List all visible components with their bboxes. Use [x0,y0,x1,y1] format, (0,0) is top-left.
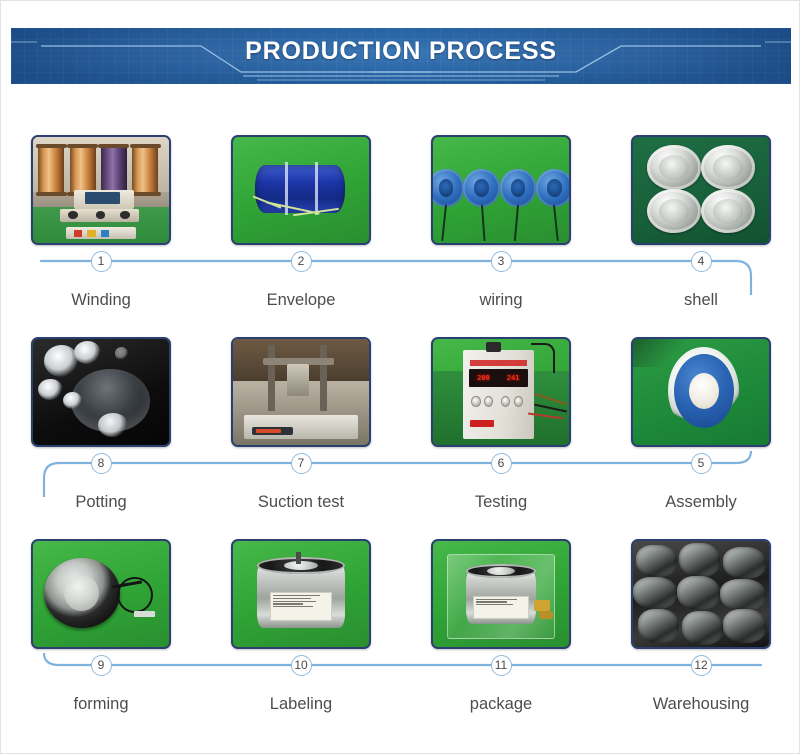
step-number-badge[interactable]: 11 [490,655,512,676]
step-node-cell: 12 [601,653,800,699]
banner-decorative-lines [11,41,791,81]
page-title: PRODUCTION PROCESS [245,37,557,65]
psu-display-right: 241 [506,374,520,383]
row-1-connector: 1 2 3 4 [1,249,800,295]
dc-power-supply-photo[interactable]: 200 241 [431,337,571,447]
step-node-cell: 5 [601,451,800,497]
thumb-cell-warehousing [601,535,800,653]
row-2-thumbnails: 200 241 [1,333,800,451]
step-label-testing: Testing [474,493,528,511]
banner-vignette [11,28,791,84]
blue-toroid-coils-with-leads-photo[interactable] [431,135,571,245]
bagged-electromagnet-photo[interactable] [431,539,571,649]
step-number-badge[interactable]: 9 [90,655,112,676]
product-sticker [269,592,333,622]
step-number-badge[interactable]: 7 [290,453,312,474]
row-1-labels: Winding Envelope wiring shell [1,291,800,325]
step-node-cell: 8 [1,451,201,497]
step-label-suction-test: Suction test [257,493,345,511]
thumb-cell-wiring [401,131,601,249]
step-node-cell: 7 [201,451,401,497]
thumb-cell-labeling [201,535,401,653]
step-number-badge[interactable]: 6 [490,453,512,474]
banner-grid-texture [11,28,791,84]
step-node-cell: 9 [1,653,201,699]
step-number-badge[interactable]: 5 [690,453,712,474]
potting-compound-bowl-photo[interactable] [31,337,171,447]
step-label-envelope: Envelope [266,291,336,309]
step-number-badge[interactable]: 4 [690,251,712,272]
row-3-labels: forming Labeling package Warehousing [1,695,800,729]
four-metal-shells-photo[interactable] [631,135,771,245]
step-number-badge[interactable]: 3 [490,251,512,272]
psu-display-left: 200 [477,374,490,383]
thumb-cell-testing: 200 241 [401,333,601,451]
thumb-cell-suction-test [201,333,401,451]
step-label-wiring: wiring [479,291,523,309]
row-1-thumbnails [1,131,800,249]
step-node-cell: 10 [201,653,401,699]
thumb-cell-forming [1,535,201,653]
row-3-step-numbers: 9 10 11 12 [1,653,800,699]
thumb-cell-package [401,535,601,653]
step-node-cell: 11 [401,653,601,699]
step-node-cell: 6 [401,451,601,497]
row-2-step-numbers: 8 7 6 5 [1,451,800,497]
step-label-winding: Winding [71,291,131,309]
row-1-step-numbers: 1 2 3 4 [1,249,800,295]
step-label-package: package [469,695,533,713]
step-node-cell: 4 [601,249,800,295]
step-node-cell: 2 [201,249,401,295]
step-label-assembly: Assembly [665,493,737,511]
step-number-badge[interactable]: 12 [690,655,712,676]
suction-test-rig-photo[interactable] [231,337,371,447]
step-node-cell: 3 [401,249,601,295]
row-3-connector: 9 10 11 12 [1,653,800,699]
page-header-banner: PRODUCTION PROCESS [11,28,791,84]
step-number-badge[interactable]: 8 [90,453,112,474]
step-label-shell: shell [684,291,718,309]
step-number-badge[interactable]: 2 [290,251,312,272]
thumb-cell-winding [1,131,201,249]
step-number-badge[interactable]: 1 [90,251,112,272]
stacked-electromagnets-photo[interactable] [631,539,771,649]
row-2-labels: Potting Suction test Testing Assembly [1,493,800,527]
thumb-cell-shell [601,131,800,249]
thumb-cell-envelope [201,131,401,249]
step-label-forming: forming [73,695,129,713]
thumb-cell-assembly [601,333,800,451]
step-number-badge[interactable]: 10 [290,655,312,676]
blue-wrapped-coil-photo[interactable] [231,135,371,245]
row-2-connector: 8 7 6 5 [1,451,800,497]
row-3-thumbnails [1,535,800,653]
labeled-electromagnet-photo[interactable] [231,539,371,649]
blue-ring-assembly-photo[interactable] [631,337,771,447]
thumb-cell-potting [1,333,201,451]
winding-machine-copper-spools-photo[interactable] [31,135,171,245]
step-label-warehousing: Warehousing [652,695,750,713]
step-label-labeling: Labeling [269,695,333,713]
finished-electromagnet-with-cable-photo[interactable] [31,539,171,649]
step-label-potting: Potting [75,493,127,511]
step-node-cell: 1 [1,249,201,295]
package-sticker [472,596,530,620]
